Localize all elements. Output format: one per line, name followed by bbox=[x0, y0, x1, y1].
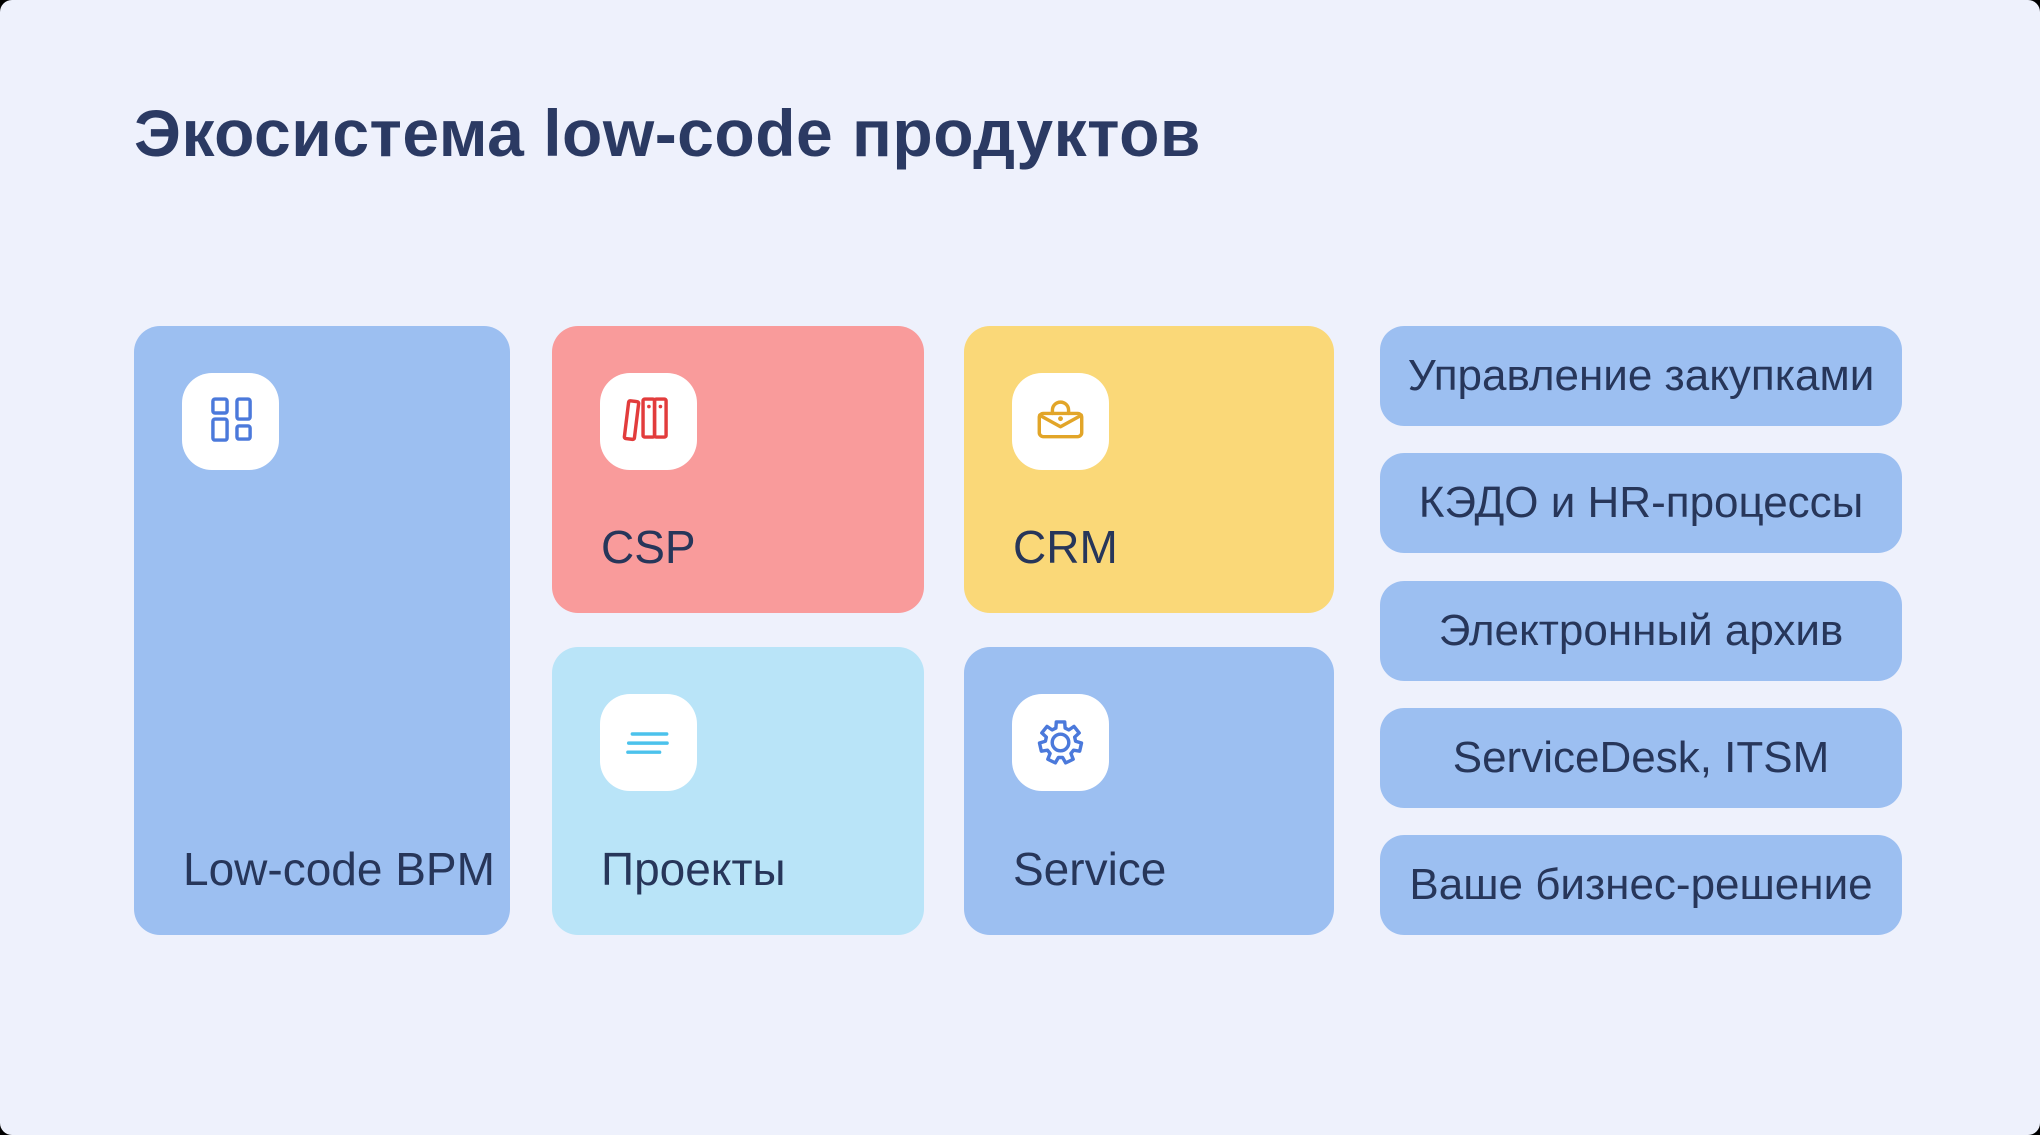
pill-label: Управление закупками bbox=[1407, 351, 1875, 400]
books-icon bbox=[600, 373, 697, 470]
pill-procurement[interactable]: Управление закупками bbox=[1380, 326, 1902, 426]
pill-kedo-hr[interactable]: КЭДО и HR-процессы bbox=[1380, 453, 1902, 553]
gear-icon bbox=[1012, 694, 1109, 791]
pill-electronic-archive[interactable]: Электронный архив bbox=[1380, 581, 1902, 681]
card-label: CSP bbox=[601, 521, 696, 574]
pill-label: ServiceDesk, ITSM bbox=[1452, 733, 1830, 782]
card-low-code-bpm[interactable]: Low-code BPM bbox=[134, 326, 510, 935]
card-projects[interactable]: Проекты bbox=[552, 647, 924, 935]
text-lines-icon bbox=[600, 694, 697, 791]
card-csp[interactable]: CSP bbox=[552, 326, 924, 613]
briefcase-icon bbox=[1012, 373, 1109, 470]
card-label: Проекты bbox=[601, 843, 786, 896]
pill-label: КЭДО и HR-процессы bbox=[1418, 478, 1864, 527]
page-title: Экосистема low-code продуктов bbox=[134, 96, 1201, 170]
pill-business-solution[interactable]: Ваше бизнес-решение bbox=[1380, 835, 1902, 935]
card-label: Service bbox=[1013, 843, 1167, 896]
card-service[interactable]: Service bbox=[964, 647, 1334, 935]
dashboard-grid-icon bbox=[182, 373, 279, 470]
card-crm[interactable]: CRM bbox=[964, 326, 1334, 613]
card-label: Low-code BPM bbox=[183, 843, 495, 896]
card-label: CRM bbox=[1013, 521, 1118, 574]
pill-servicedesk-itsm[interactable]: ServiceDesk, ITSM bbox=[1380, 708, 1902, 808]
pill-label: Ваше бизнес-решение bbox=[1409, 860, 1873, 909]
pill-label: Электронный архив bbox=[1438, 606, 1844, 655]
